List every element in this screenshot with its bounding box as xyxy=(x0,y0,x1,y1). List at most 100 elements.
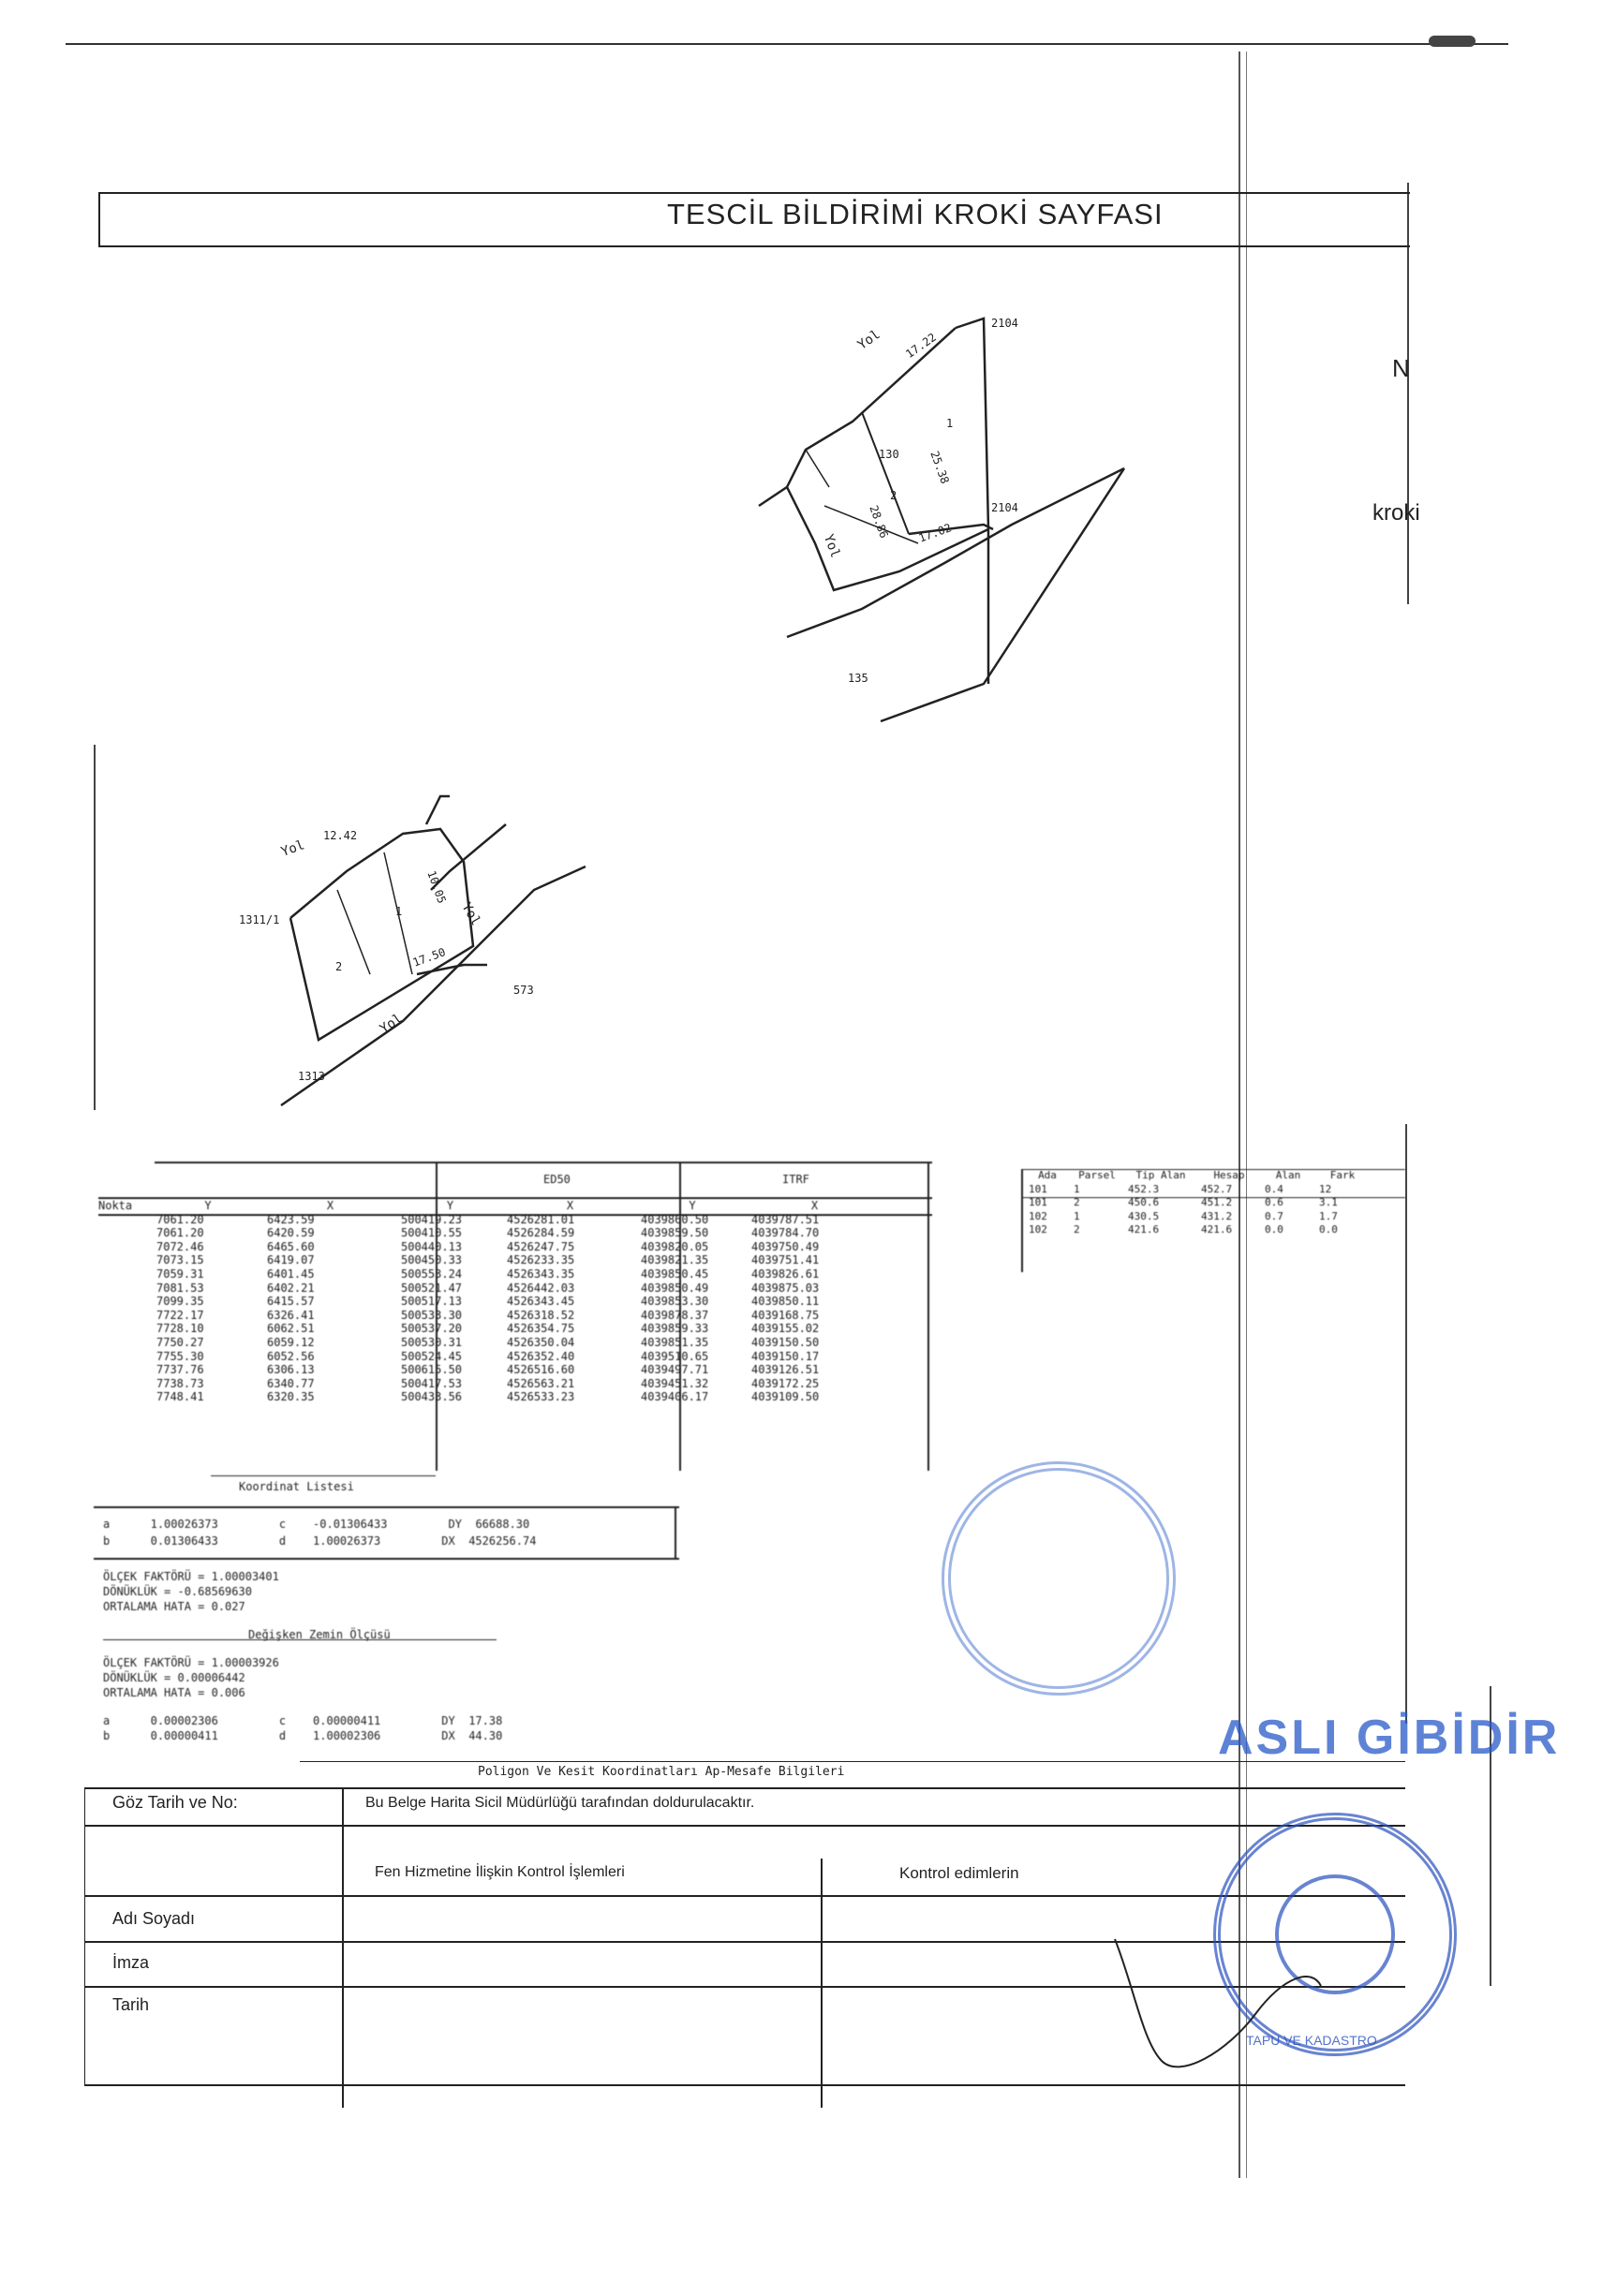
coord-cell: 7738.73 xyxy=(156,1376,204,1390)
coord-cell: 500533.30 xyxy=(401,1308,463,1322)
coord-cell: 500517.13 xyxy=(401,1295,463,1309)
area-cell: 102 xyxy=(1029,1223,1047,1237)
area-cell: 421.6 xyxy=(1201,1223,1233,1237)
sketch1-label-2104: 2104 xyxy=(991,501,1018,514)
coord-cell: 500417.53 xyxy=(401,1376,463,1390)
form-date-label: Göz Tarih ve No: xyxy=(112,1793,238,1812)
area-cell: 450.6 xyxy=(1128,1196,1160,1209)
coord-cell: 7755.30 xyxy=(156,1349,204,1363)
coord-header-row: Y X Y X Y X xyxy=(98,1199,882,1213)
coord-cell: 500537.20 xyxy=(401,1322,463,1336)
coord-cell: 6423.59 xyxy=(267,1212,315,1226)
coord-cell: 500410.55 xyxy=(401,1226,463,1240)
sketch2-label-12-42: 12.42 xyxy=(323,829,358,842)
sketch1-label-2: 2 xyxy=(890,489,897,502)
coord-cell: 4039750.49 xyxy=(751,1239,820,1253)
coord-cell: 4526352.40 xyxy=(507,1349,575,1363)
coord-cell: 6420.59 xyxy=(267,1226,315,1240)
coord-cell: 4039860.50 xyxy=(641,1212,709,1226)
coord-row-marker xyxy=(98,1363,153,1377)
area-cell: 0.0 xyxy=(1265,1223,1283,1237)
coord-row-marker xyxy=(98,1336,153,1350)
round-seal-top xyxy=(942,1461,1176,1696)
area-cell: 2 xyxy=(1074,1223,1080,1237)
coord-cell: 4039859.50 xyxy=(641,1226,709,1240)
coord-cell: 4039875.03 xyxy=(751,1281,820,1295)
sketch1-label-130: 130 xyxy=(879,448,899,461)
coord-row-marker xyxy=(98,1226,153,1240)
coord-cell: 4526442.03 xyxy=(507,1281,575,1295)
coord-cell: 4039510.65 xyxy=(641,1349,709,1363)
form-note-2: Bu Belge Harita Sicil Müdürlüğü tarafınd… xyxy=(365,1795,755,1811)
coord-cell: 7748.41 xyxy=(156,1390,204,1404)
area-cell: 431.2 xyxy=(1201,1209,1233,1222)
coord-cell: 4039168.75 xyxy=(751,1308,820,1322)
area-cell: 452.3 xyxy=(1128,1182,1160,1195)
coord-cell: 500553.24 xyxy=(401,1267,463,1281)
donukluk-row: DÖNÜKLÜK = -0.68569630 xyxy=(103,1585,252,1598)
coord-cell: 4039150.50 xyxy=(751,1335,820,1349)
coord-cell: 6340.77 xyxy=(267,1376,315,1390)
olcek-faktoru-row: ÖLÇEK FAKTÖRÜ = 1.00003401 xyxy=(103,1570,279,1583)
title-left-rule xyxy=(98,192,100,246)
coord-cell: 6306.13 xyxy=(267,1363,315,1377)
coord-cell: 7061.20 xyxy=(156,1226,204,1240)
coord-cell: 4526284.59 xyxy=(507,1226,575,1240)
sketch2-label-1: 1 xyxy=(395,905,403,918)
right-border-1 xyxy=(1239,52,1240,2178)
coord-cell: 4526233.35 xyxy=(507,1253,575,1267)
form-col-kontrol: Kontrol edimlerin xyxy=(899,1864,1019,1882)
coord-cell: 4039155.02 xyxy=(751,1322,820,1336)
sketch2-label-1313: 1313 xyxy=(298,1070,325,1083)
coord-cell: 500615.50 xyxy=(401,1363,463,1377)
signature xyxy=(1114,1938,1322,2068)
area-cell: 102 xyxy=(1029,1209,1047,1222)
coord-group-itrf: ITRF xyxy=(782,1173,809,1186)
area-table: Ada Parsel Tip Alan Hesap Alan Fark 101 1… xyxy=(1021,1169,1405,1272)
coord-cell: 4039820.05 xyxy=(641,1239,709,1253)
coord-row-marker xyxy=(98,1390,153,1404)
asli-gibidir-stamp: ASLI GİBİDİR xyxy=(1218,1711,1561,1765)
coord-cell: 4039787.51 xyxy=(751,1212,820,1226)
coord-cell: 4039826.61 xyxy=(751,1267,820,1281)
coord-cell: 4039406.17 xyxy=(641,1390,709,1404)
right-border-3 xyxy=(1407,183,1409,604)
area-cell: 0.7 xyxy=(1265,1209,1283,1222)
area-cell: 101 xyxy=(1029,1182,1047,1195)
area-header-row: Ada Parsel Tip Alan Hesap Alan Fark xyxy=(1025,1169,1370,1183)
transform-separator-label: Değişken Zemin Ölçüsü xyxy=(248,1628,391,1641)
top-rule xyxy=(66,43,1508,45)
coord-cell: 4039850.49 xyxy=(641,1281,709,1295)
coord-cell: 4526533.23 xyxy=(507,1390,575,1404)
kroki-label: kroki xyxy=(1372,500,1420,526)
coord-row-label-header: Nokta xyxy=(98,1199,133,1212)
coord-cell: 7072.46 xyxy=(156,1239,204,1253)
seal-text: TAPU VE KADASTRO xyxy=(1246,2033,1377,2048)
coord-cell: 7081.53 xyxy=(156,1281,204,1295)
coord-cell: 7059.31 xyxy=(156,1267,204,1281)
coord-cell: 4039150.17 xyxy=(751,1349,820,1363)
coord-cell: 6402.21 xyxy=(267,1281,315,1295)
right-border-4 xyxy=(1405,1124,1407,1724)
coord-cell: 6052.56 xyxy=(267,1349,315,1363)
coord-row: 7061.20 6420.59 500410.55 4526284.59 4039859… xyxy=(98,1226,882,1240)
coord-cell: 4039126.51 xyxy=(751,1363,820,1377)
right-border-2 xyxy=(1246,52,1247,2178)
area-col-fark: Fark xyxy=(1329,1169,1356,1181)
control-form: Poligon Ve Kesit Koordinatları Ap-Mesafe… xyxy=(84,1761,1405,2108)
coord-col-x1: X xyxy=(326,1199,334,1212)
coord-cell: 4039853.30 xyxy=(641,1295,709,1309)
coord-col-y1: Y xyxy=(204,1199,212,1212)
coord-cell: 6320.35 xyxy=(267,1390,315,1404)
area-cell: 1 xyxy=(1074,1182,1080,1195)
coord-cell: 4526350.04 xyxy=(507,1335,575,1349)
coord-cell: 4526343.35 xyxy=(507,1267,575,1281)
round-seal-bottom xyxy=(1213,1813,1457,2056)
coord-cell: 500521.47 xyxy=(401,1281,463,1295)
